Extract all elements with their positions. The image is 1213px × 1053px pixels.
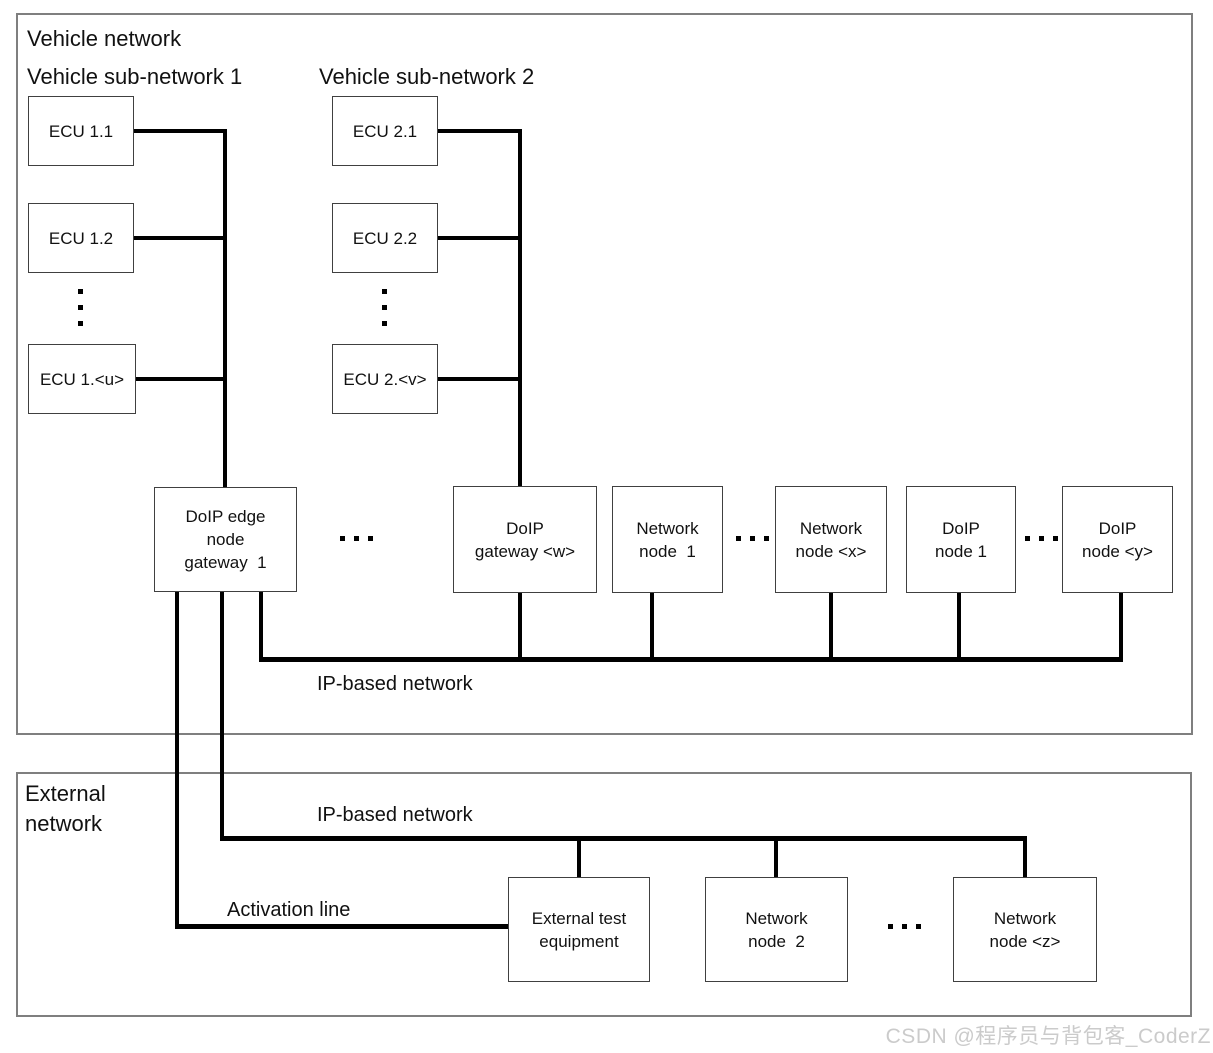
line-vehicle-bus-riser-doip-node-y: [1119, 593, 1123, 657]
node-network-node-2: Network node 2: [705, 877, 848, 982]
node-label: node <z>: [989, 931, 1061, 951]
node-label: Network: [636, 518, 699, 538]
ellipsis-dot: [354, 536, 359, 541]
line-ecu-1-1-link: [134, 129, 227, 133]
node-label: ECU 2.<v>: [343, 369, 427, 389]
line-sub-network-2-trunk: [518, 129, 522, 486]
node-ecu-1-2: ECU 1.2: [28, 203, 134, 273]
node-label: Network: [799, 518, 863, 538]
line-external-drop-network-node-z: [1023, 841, 1027, 877]
node-label: ECU 1.1: [48, 121, 114, 141]
line-ecu-1-2-link: [134, 236, 227, 240]
node-label: ECU 1.2: [48, 228, 114, 248]
node-label: ECU 1.<u>: [39, 369, 125, 389]
line-vehicle-bus-riser-gateway-w: [518, 593, 522, 657]
ellipsis-dot: [888, 924, 893, 929]
node-label: node <x>: [795, 541, 867, 561]
line-sub-network-1-trunk: [223, 129, 227, 487]
ellipsis-dot: [382, 305, 387, 310]
line-activation-line-horizontal: [175, 924, 508, 929]
ellipsis-dot: [382, 321, 387, 326]
node-label: DoIP edge: [185, 507, 266, 526]
node-ecu-1-1: ECU 1.1: [28, 96, 134, 166]
line-ecu-2-2-link: [438, 236, 522, 240]
ellipsis-dot: [382, 289, 387, 294]
node-label: node 1: [639, 541, 696, 561]
ellipsis-dot: [764, 536, 769, 541]
container-external-network: [16, 772, 1192, 1017]
line-vehicle-ip-bus: [259, 657, 1123, 662]
node-doip-node-y: DoIP node <y>: [1062, 486, 1173, 593]
line-ecu-2-v-link: [438, 377, 522, 381]
node-label: node <y>: [1082, 541, 1153, 561]
node-label: ECU 2.2: [352, 228, 418, 248]
line-vehicle-bus-riser-network-node-x: [829, 593, 833, 657]
ip-based-network-vehicle-label: IP-based network: [317, 673, 473, 695]
ellipsis-dot: [1025, 536, 1030, 541]
node-label: External test: [531, 908, 627, 928]
vehicle-sub-network-2-label: Vehicle sub-network 2: [319, 64, 535, 89]
vehicle-network-label: Vehicle network: [27, 26, 182, 51]
node-doip-edge-node-gateway-1: DoIP edge node gateway 1: [154, 487, 297, 592]
ellipsis-dot: [78, 321, 83, 326]
external-network-label: External network: [25, 781, 106, 836]
ellipsis-dot: [750, 536, 755, 541]
ellipsis-dot: [1053, 536, 1058, 541]
line-vehicle-bus-riser-network-node-1: [650, 593, 654, 657]
line-ecu-1-u-link: [136, 377, 227, 381]
ip-based-network-external-label: IP-based network: [317, 804, 473, 826]
ellipsis-dot: [902, 924, 907, 929]
node-label: ECU 2.1: [352, 121, 418, 141]
ellipsis-dot: [736, 536, 741, 541]
node-label: Network: [745, 908, 808, 928]
node-doip-node-1: DoIP node 1: [906, 486, 1016, 593]
line-external-ip-bus: [220, 836, 1027, 841]
node-label: DoIP: [506, 518, 544, 538]
ellipsis-dot: [78, 289, 83, 294]
node-label: DoIP: [1098, 518, 1137, 538]
ellipsis-dot: [1039, 536, 1044, 541]
node-ecu-2-2: ECU 2.2: [332, 203, 438, 273]
activation-line-label: Activation line: [227, 899, 351, 921]
node-ecu-1-u: ECU 1.<u>: [28, 344, 136, 414]
ellipsis-dot: [916, 924, 921, 929]
node-network-node-x: Network node <x>: [775, 486, 887, 593]
line-vehicle-bus-riser-gateway-1: [259, 592, 263, 662]
line-activation-line-vertical: [175, 592, 179, 929]
node-ecu-2-v: ECU 2.<v>: [332, 344, 438, 414]
watermark-text: CSDN @程序员与背包客_CoderZ: [885, 1025, 1211, 1048]
ellipsis-dot: [340, 536, 345, 541]
vehicle-sub-network-1-label: Vehicle sub-network 1: [27, 64, 243, 89]
line-vehicle-bus-riser-doip-node-1: [957, 593, 961, 657]
node-external-test-equipment: External test equipment: [508, 877, 650, 982]
node-label: equipment: [539, 931, 619, 951]
ellipsis-dot: [368, 536, 373, 541]
node-doip-gateway-w: DoIP gateway <w>: [453, 486, 597, 593]
node-label: gateway <w>: [474, 541, 576, 561]
line-external-drop-test-equipment: [577, 841, 581, 877]
node-label: gateway 1: [184, 553, 267, 572]
node-label: node 2: [748, 931, 805, 951]
node-label: DoIP: [942, 518, 980, 538]
ellipsis-dot: [78, 305, 83, 310]
line-external-ip-vertical: [220, 592, 224, 841]
node-label: node 1: [935, 541, 987, 561]
line-external-drop-network-node-2: [774, 841, 778, 877]
node-network-node-z: Network node <z>: [953, 877, 1097, 982]
container-vehicle-network: [16, 13, 1193, 735]
line-ecu-2-1-link: [438, 129, 522, 133]
node-network-node-1: Network node 1: [612, 486, 723, 593]
node-ecu-2-1: ECU 2.1: [332, 96, 438, 166]
node-label: Network: [993, 908, 1057, 928]
node-label: node: [206, 530, 245, 549]
